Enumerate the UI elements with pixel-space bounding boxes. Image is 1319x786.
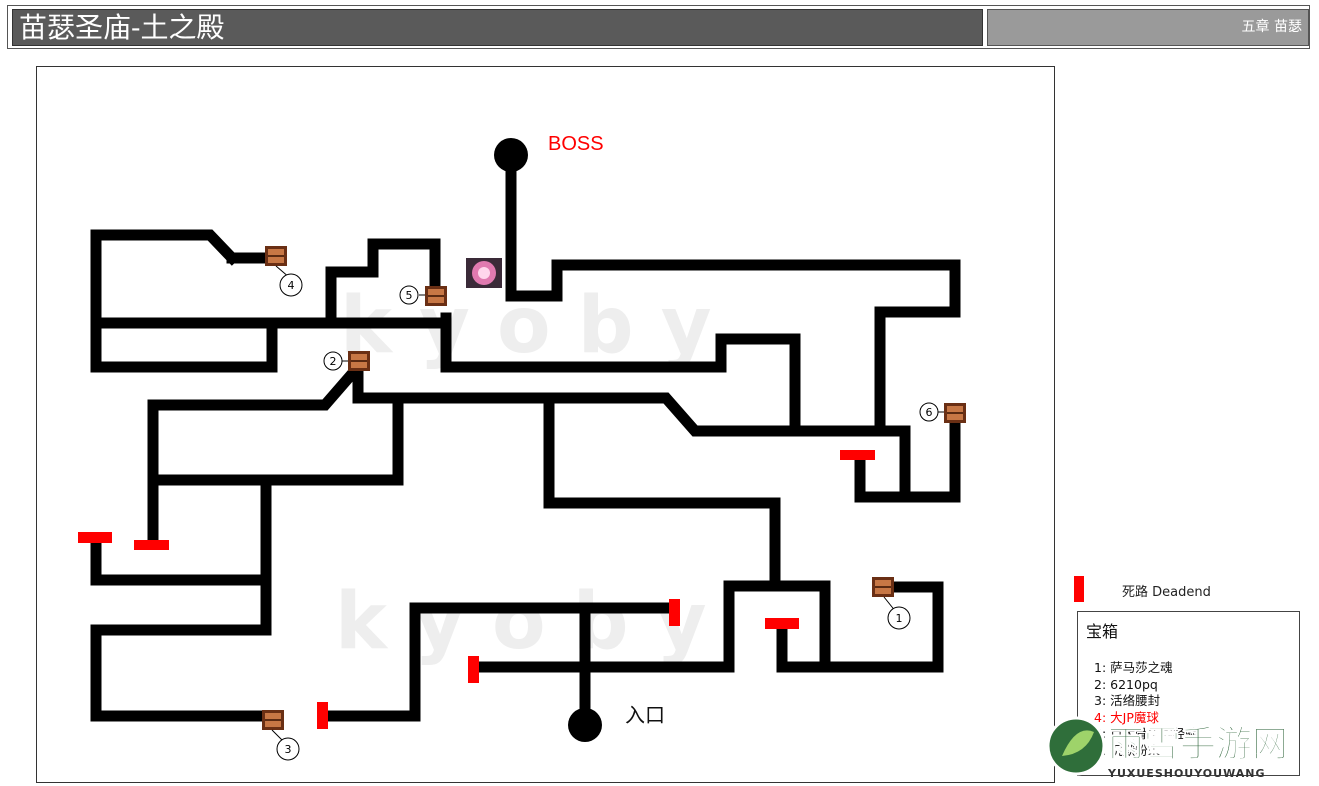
chest-marker-4 bbox=[279, 273, 303, 297]
logo-subtitle: YUXUESHOUYOUWANG bbox=[1107, 767, 1265, 780]
chest-marker-label: 4 bbox=[288, 279, 295, 292]
corridor bbox=[352, 356, 911, 503]
corridor bbox=[321, 602, 676, 722]
corridor bbox=[471, 580, 831, 673]
chest-icon-1 bbox=[872, 577, 894, 597]
orb-icon bbox=[466, 258, 502, 288]
deadend-marker bbox=[765, 618, 799, 629]
chest-legend-item: 6: 沉默粉末 bbox=[1094, 742, 1161, 758]
entrance-node bbox=[568, 708, 602, 742]
corridor bbox=[325, 238, 441, 328]
chest-legend-item: 2: 6210pq bbox=[1094, 676, 1158, 692]
chest-icon-6 bbox=[944, 403, 966, 423]
watermark: k y o b y bbox=[335, 577, 707, 667]
deadend-marker bbox=[840, 450, 875, 460]
deadend-marker bbox=[669, 599, 680, 626]
corridor bbox=[147, 359, 366, 546]
deadend-markers bbox=[78, 450, 875, 729]
chest-marker-label: 5 bbox=[406, 289, 413, 302]
chest-marker-3 bbox=[276, 737, 300, 761]
deadend-marker bbox=[317, 702, 328, 729]
deadend-marker bbox=[78, 532, 112, 543]
chest-icon-4 bbox=[265, 246, 287, 266]
corridor bbox=[543, 392, 781, 592]
corridor-paths bbox=[90, 149, 961, 726]
deadend-legend-swatch bbox=[1074, 576, 1084, 602]
deadend-marker bbox=[468, 656, 479, 683]
corridor bbox=[505, 149, 961, 437]
chest-marker-1 bbox=[887, 606, 911, 630]
site-logo: 雨雪手游网 YUXUESHOUYOUWANG bbox=[1046, 716, 1289, 780]
chest-legend-item: 3: 活络腰封 bbox=[1094, 693, 1161, 708]
leaf-icon bbox=[1062, 730, 1094, 756]
boss-label: BOSS bbox=[548, 133, 604, 155]
corridor bbox=[147, 392, 404, 486]
chapter-label: 五章 苗瑟 bbox=[987, 9, 1309, 46]
corridor bbox=[819, 581, 944, 673]
chest-callouts bbox=[271, 265, 944, 761]
deadend-legend-label: 死路 Deadend bbox=[1122, 585, 1211, 600]
corridor bbox=[440, 312, 801, 437]
chest-legend-title: 宝箱 bbox=[1086, 622, 1119, 641]
chest-marker-label: 2 bbox=[330, 355, 337, 368]
chest-icon-5 bbox=[425, 286, 447, 306]
corridor bbox=[90, 539, 272, 586]
chest-marker-label: 6 bbox=[926, 406, 933, 419]
chest-legend-item: 4: 大JP魔球 bbox=[1094, 709, 1159, 725]
chest-icons bbox=[262, 246, 966, 730]
corridor bbox=[90, 229, 278, 373]
chest-icon-2 bbox=[348, 351, 370, 371]
page-title: 苗瑟圣庙-土之殿 bbox=[12, 9, 983, 46]
chest-marker-5 bbox=[399, 285, 419, 305]
chest-legend-list: 1: 萨马莎之魂 2: 6210pq 3: 活络腰封 4: 大JP魔球 5: 巨… bbox=[1094, 660, 1198, 759]
chest-marker-label: 3 bbox=[285, 743, 292, 756]
chest-marker-6 bbox=[919, 402, 939, 422]
logo-name: 雨雪手游网 bbox=[1108, 723, 1288, 765]
chest-legend-item: 1: 萨马莎之魂 bbox=[1094, 660, 1173, 675]
entrance-label: 入口 bbox=[625, 703, 665, 727]
chest-legend-item: 5: 巨大骨头的经验 bbox=[1094, 726, 1198, 741]
chest-marker-2 bbox=[323, 351, 343, 371]
chest-marker-label: 1 bbox=[896, 612, 903, 625]
chest-legend: 宝箱 1: 萨马莎之魂 2: 6210pq 3: 活络腰封 4: 大JP魔球 5… bbox=[1077, 611, 1300, 776]
chest-icon-3 bbox=[262, 710, 284, 730]
deadend-marker bbox=[134, 540, 169, 550]
boss-node bbox=[494, 138, 528, 172]
chest-marker-labels: 4 5 2 6 1 3 bbox=[285, 279, 933, 756]
corridor bbox=[90, 474, 272, 722]
